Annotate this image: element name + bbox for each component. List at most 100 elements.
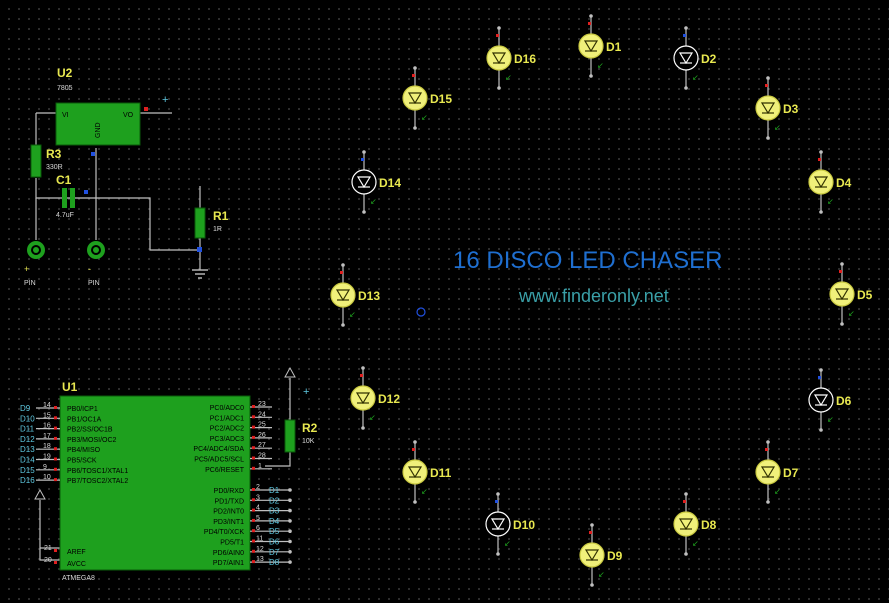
connector-pin-minus[interactable]: - PIN [87, 241, 105, 287]
mcu-pin-number: 12 [256, 546, 264, 553]
mcu-pin-number: 16 [43, 423, 51, 430]
mcu-pin-number: 15 [43, 412, 51, 419]
mcu-pin-number: 14 [43, 402, 51, 409]
led-bulb [402, 459, 428, 485]
led-d5[interactable]: ↙D5 [829, 262, 873, 326]
pin-end-dot [288, 550, 292, 554]
pin-state-marker [252, 446, 255, 450]
led-bulb [579, 542, 605, 568]
mcu-pin-pd0rxd: PD0/RXD [214, 488, 244, 495]
led-d11-label: D11 [430, 466, 452, 480]
led-d3[interactable]: ↙D3 [755, 76, 799, 140]
u2-vo-pin: VO [123, 112, 134, 119]
voltage-regulator-u2[interactable]: U2 7805 VI VO GND [55, 66, 148, 156]
pin-end-dot [288, 539, 292, 544]
diode-symbol [760, 102, 776, 115]
resistor-r1[interactable]: R1 1R [194, 207, 229, 252]
led-state-marker [589, 531, 592, 534]
led-terminal [361, 366, 365, 370]
bus-label-d12: D12 [20, 435, 35, 444]
mcu-pin-number: 2 [256, 484, 260, 491]
led-state-marker [412, 448, 415, 451]
diode-symbol [834, 288, 850, 301]
mcu-wires [39, 378, 291, 561]
led-d2-label: D2 [701, 52, 717, 66]
led-d14[interactable]: ↙D14 [351, 150, 401, 214]
resistor-r2[interactable]: R2 10K [284, 419, 318, 453]
bus-label-d8: D8 [269, 558, 280, 567]
led-d9[interactable]: ↙D9 [579, 523, 623, 587]
led-d6-label: D6 [836, 394, 852, 408]
mcu-pin-pc1adc1: PC1/ADC1 [210, 415, 244, 422]
mcu-pin-4: PB3/MOSI/OC2 [67, 437, 117, 444]
pin-state-marker [252, 488, 255, 491]
led-d7[interactable]: ↙D7 [755, 440, 799, 504]
led-d10[interactable]: ↙D10 [485, 492, 535, 556]
pin-state-marker [54, 467, 57, 471]
led-d11[interactable]: ↙D11 [402, 440, 452, 504]
led-light-arrows: ↙ [774, 487, 781, 496]
led-state-marker [588, 22, 591, 25]
led-light-arrows: ↙ [598, 570, 605, 579]
bus-label-d13: D13 [20, 445, 35, 454]
led-terminal [413, 66, 417, 70]
mcu-pin-5: PB4/MISO [67, 447, 101, 454]
led-state-marker [839, 270, 842, 273]
led-d13[interactable]: ↙D13 [330, 263, 380, 327]
led-light-arrows: ↙ [421, 113, 428, 122]
led-terminal [819, 210, 823, 214]
mcu-pin-pc5adc5scl: PC5/ADC5/SCL [194, 457, 244, 464]
led-d4[interactable]: ↙D4 [808, 150, 852, 214]
led-light-arrows: ↙ [597, 61, 604, 70]
microcontroller-u1[interactable]: U1 ATMEGA8 PB0/ICP114D9PB1/OC1A15D10PB2/… [20, 380, 292, 582]
led-d12[interactable]: ↙D12 [350, 366, 400, 430]
c1-value: 4.7uF [56, 212, 74, 219]
resistor-r3[interactable]: R3 330R [30, 144, 63, 178]
led-d13-label: D13 [358, 289, 380, 303]
pin-state-marker [252, 415, 255, 419]
mcu-pin-number: 11 [256, 536, 263, 543]
u2-vi-pin: VI [62, 112, 69, 119]
pin-state-marker [252, 405, 255, 408]
led-state-marker [495, 500, 498, 503]
capacitor-c1[interactable]: C1 4.7uF [48, 173, 88, 219]
led-state-marker [412, 74, 415, 77]
mcu-pin-number: 25 [258, 422, 266, 429]
led-light-arrows: ↙ [349, 310, 356, 319]
mcu-pin-3: PB2/SS/OC1B [67, 427, 113, 434]
pin-end-dot [288, 508, 292, 513]
led-terminal [497, 26, 501, 30]
led-d16[interactable]: ↙D16 [486, 26, 536, 90]
led-terminal [341, 263, 345, 267]
led-d1[interactable]: ↙D1 [578, 14, 622, 78]
led-terminal [590, 583, 594, 587]
led-d2[interactable]: ↙D2 [673, 26, 717, 90]
schematic-title: 16 DISCO LED CHASER [453, 247, 722, 274]
bus-label-d15: D15 [20, 466, 35, 475]
mcu-pin-pd5t1: PD5/T1 [220, 540, 244, 547]
led-d7-label: D7 [783, 466, 799, 480]
led-terminal [684, 492, 688, 496]
led-d6[interactable]: ↙D6 [808, 368, 852, 432]
mcu-pin-number: 17 [43, 433, 51, 440]
led-d8[interactable]: ↙D8 [673, 492, 717, 556]
diode-symbol [335, 289, 351, 302]
led-state-marker [340, 271, 343, 274]
led-terminal [362, 150, 366, 154]
mcu-pin-number: 18 [43, 443, 51, 450]
pin-state-marker [252, 529, 255, 533]
pin-state-marker [252, 466, 255, 470]
mcu-pin-pd3int1: PD3/INT1 [213, 519, 244, 526]
led-bulb [808, 387, 834, 413]
led-light-arrows: ↙ [827, 415, 834, 424]
led-terminal [819, 150, 823, 154]
connector-pin-plus[interactable]: + PIN [24, 241, 45, 287]
led-d3-label: D3 [783, 102, 799, 116]
pin-end-dot [288, 488, 292, 492]
pin-state-marker [252, 549, 255, 553]
bus-label-d16: D16 [20, 476, 35, 485]
mcu-pin-pc6reset: PC6/RESET [205, 467, 245, 474]
led-d15[interactable]: ↙D15 [402, 66, 452, 130]
mcu-pin-pc0adc0: PC0/ADC0 [210, 405, 244, 412]
pin-state-marker [252, 518, 255, 522]
